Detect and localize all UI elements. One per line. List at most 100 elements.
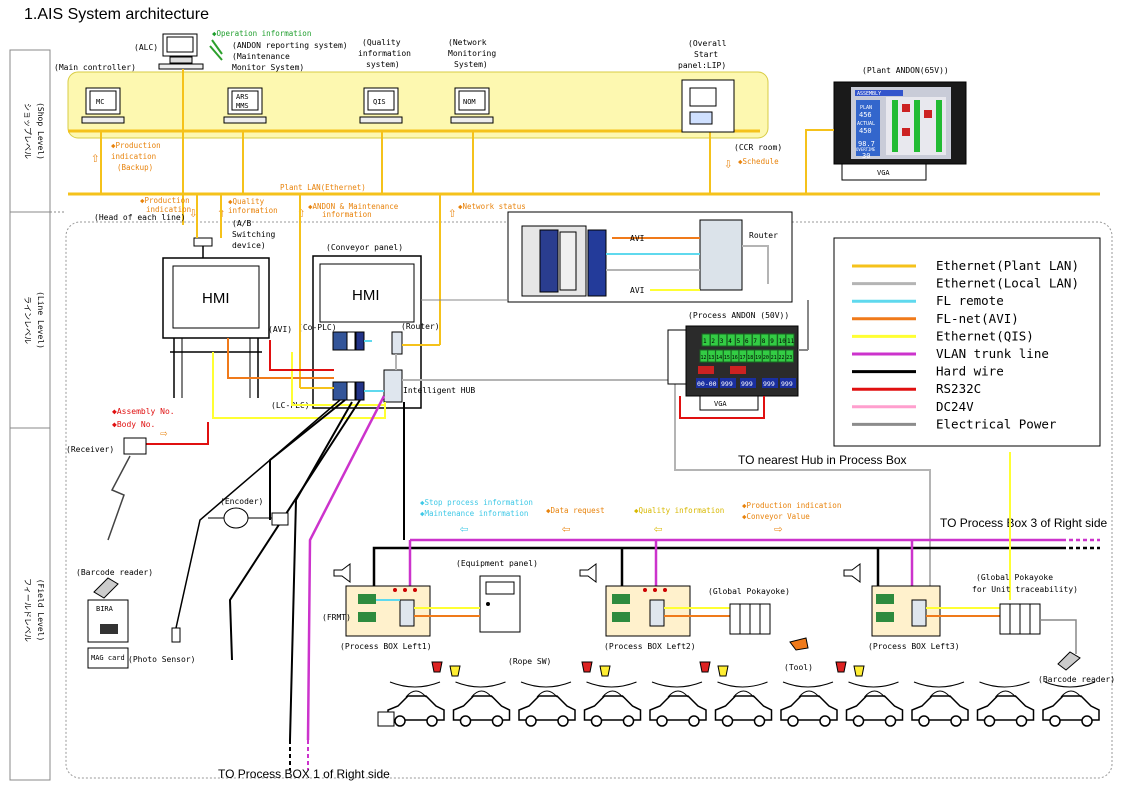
mms-label: MMS <box>236 102 249 110</box>
line-divider-arc <box>979 681 1030 688</box>
alc-computer-icon <box>158 33 204 70</box>
production-backup-label-1: ◆Production <box>111 141 161 150</box>
shop-level-band <box>67 71 769 139</box>
legend-label: DC24V <box>936 399 974 414</box>
legend-label: FL-net(AVI) <box>936 311 1019 326</box>
car-icon <box>845 690 904 727</box>
inset-avi-top-label: AVI <box>630 234 645 243</box>
plant-andon-vga-label: VGA <box>877 169 890 177</box>
ab-switch-label-2: Switching <box>232 230 276 239</box>
line-level-jp: ラインレベル <box>23 296 32 344</box>
andon-light-icon <box>431 661 461 677</box>
data-request-label: ◆Data request <box>546 506 605 515</box>
car-icon <box>1042 690 1100 727</box>
ccr-room-label: (CCR room) <box>734 143 782 152</box>
down-arrow-icon: ⇩ <box>724 156 732 172</box>
hmi-terminal-left: HMI <box>162 257 270 398</box>
production-backup-label-2: indication <box>111 152 156 161</box>
ab-switch-label-3: device) <box>232 241 266 250</box>
line-divider-arc <box>717 681 768 688</box>
alc-label: (ALC) <box>134 43 158 52</box>
down-arrow-icon: ⇩ <box>189 205 197 221</box>
andon-cell-label: 5 <box>737 338 741 345</box>
andon-cell-label: 4 <box>728 338 732 345</box>
andon-cell-label: 17 <box>740 355 746 361</box>
overall-panel-label-2: Start <box>694 50 718 59</box>
andon-cell-label: 19 <box>755 355 761 361</box>
andon-plan-label: PLAN <box>860 105 872 111</box>
legend-label: Electrical Power <box>936 416 1057 431</box>
andon-cell-label: 00-00 <box>697 380 717 388</box>
andon-cell-label: 16 <box>732 355 738 361</box>
speaker-icon <box>579 563 597 583</box>
andon-cell <box>720 378 736 388</box>
car-icon <box>714 690 773 727</box>
andon-cell-label: 999 <box>721 380 733 388</box>
barcode-reader-icon <box>93 577 119 599</box>
andon-plan-value: 456 <box>859 111 872 119</box>
car-icon <box>387 690 445 727</box>
quality-information-label: ◆Quality information <box>634 506 724 515</box>
car-icon <box>583 690 642 727</box>
level-column: ショップレベル (Shop Level) ラインレベル (Line Level)… <box>9 49 66 781</box>
maintenance-monitor-label-2: Monitor System) <box>232 63 304 72</box>
avi-router-inset: AVI AVI Router <box>507 211 793 303</box>
main-controller-label: (Main controller) <box>54 63 136 72</box>
legend: Ethernet(Plant LAN)Ethernet(Local LAN)FL… <box>833 237 1101 447</box>
right-arrow-icon: ⇨ <box>160 426 168 440</box>
andon-board-header: ASSEMBLY <box>857 91 881 97</box>
co-plc-icon <box>332 331 348 351</box>
global-pokayoke-icon <box>729 603 771 635</box>
mc-computer-icon: MC <box>81 87 125 124</box>
conveyor-panel-label: (Conveyor panel) <box>326 243 403 252</box>
avi-label: (AVI) <box>268 325 292 334</box>
encoder-icon <box>208 507 289 529</box>
andon-cell-label: 14 <box>716 355 722 361</box>
barcode-reader-right-icon <box>1057 651 1081 671</box>
network-monitoring-label-2: Monitoring <box>448 49 496 58</box>
legend-label: Ethernet(Local LAN) <box>936 276 1079 291</box>
process-box-left3-label: (Process BOX Left3) <box>868 642 960 651</box>
receiver-label: (Receiver) <box>66 445 114 454</box>
conveyor-value-label: ◆Conveyor Value <box>742 512 810 521</box>
andon-reporting-label: (ANDON reporting system) <box>232 41 348 50</box>
page-title: 1.AIS System architecture <box>24 6 209 23</box>
andon-cell-label: 6 <box>745 338 749 345</box>
line-divider-arc <box>1044 681 1096 688</box>
inset-router-label: Router <box>749 231 778 240</box>
car-row <box>333 563 1100 727</box>
andon-cell <box>762 378 778 388</box>
andon-actual-label: ACTUAL <box>857 121 875 127</box>
photo-sensor-icon <box>171 627 181 643</box>
andon-overtime-value: 30 <box>862 152 870 160</box>
global-pokayoke-unit-icon <box>999 603 1041 635</box>
lc-plc-icon <box>332 381 348 401</box>
right-arrow-icon: ⇨ <box>774 521 783 537</box>
up-arrow-icon: ⇧ <box>448 205 456 221</box>
andon-cell-label: 20 <box>763 355 769 361</box>
global-pokayoke-unit-label-1: (Global Pokayoke <box>976 573 1053 582</box>
andon-cell-label: 22 <box>779 355 785 361</box>
andon-cell-label: 13 <box>708 355 714 361</box>
nom-label: NOM <box>463 98 476 106</box>
car-icon <box>976 690 1035 727</box>
andon-cell-label: 18 <box>747 355 753 361</box>
legend-items: Ethernet(Plant LAN)Ethernet(Local LAN)FL… <box>852 258 1079 431</box>
andon-cell-label: 10 <box>779 338 787 345</box>
andon-light-icon <box>835 661 865 677</box>
qis-label: QIS <box>373 98 386 106</box>
andon-actual-value: 450 <box>859 127 872 135</box>
line-quality-label-2: information <box>228 206 278 215</box>
mc-label: MC <box>96 98 104 106</box>
field-level-jp: フィールドレベル <box>23 578 32 642</box>
left-arrow-icon: ⇦ <box>562 521 570 537</box>
production-backup-label-3: (Backup) <box>117 163 153 172</box>
network-status-label: ◆Network status <box>458 202 526 211</box>
line-divider-arc <box>651 681 703 688</box>
andon-cell-label: 15 <box>724 355 730 361</box>
